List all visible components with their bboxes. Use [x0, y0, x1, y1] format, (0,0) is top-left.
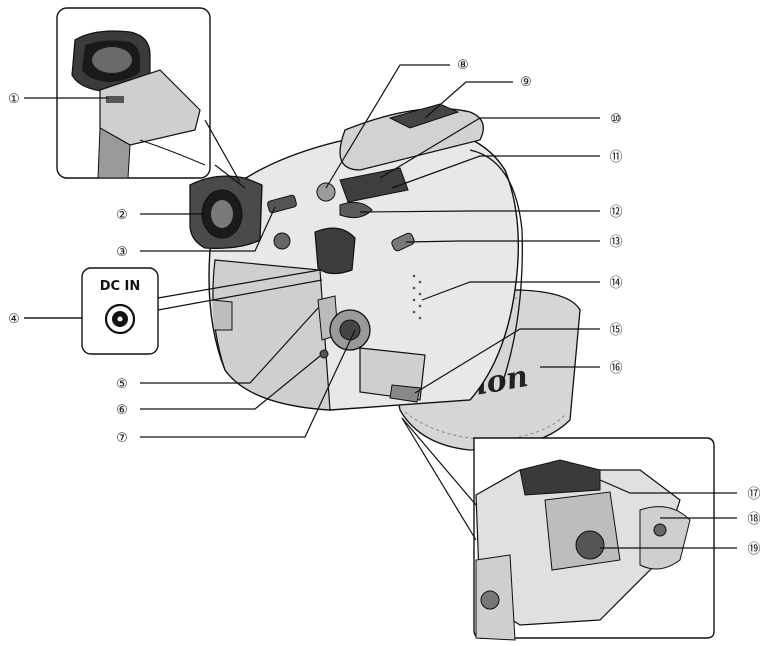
leader-14: [421, 281, 600, 301]
leader-12: [359, 210, 600, 213]
viewfinder-front: [189, 175, 263, 249]
callout-6: ⑥: [116, 403, 128, 418]
callout-5: ⑤: [116, 377, 128, 392]
leader-11: [391, 155, 600, 189]
viewfinder-inset: [56, 7, 211, 179]
tape-eject-switch: [575, 530, 605, 560]
callout-14: ⑭: [609, 276, 622, 291]
callout-2: ②: [116, 208, 128, 223]
callout-4: ④: [8, 312, 20, 327]
power-switch: [391, 232, 415, 252]
mode-dial: [339, 201, 373, 219]
tape-compartment-inset: [473, 437, 715, 641]
callout-16: ⑯: [609, 361, 622, 376]
callout-19: ⑲: [747, 542, 760, 557]
leader-5: [140, 307, 319, 384]
viewfinder-inset-connector-a: [204, 119, 241, 183]
strap-mount: [273, 232, 291, 250]
start-stop-button: [339, 319, 361, 341]
callout-15: ⑮: [609, 323, 622, 338]
accessory-shoe: [388, 103, 460, 129]
leader-17: [599, 479, 737, 494]
tape-inset-connector-a: [401, 417, 477, 506]
leader-lines: [24, 64, 737, 549]
leader-15: [414, 328, 600, 394]
callout-8: ⑧: [457, 58, 469, 73]
dc-in-inset-connector-a: [157, 269, 321, 299]
camcorder-main-body: Canon: [189, 103, 581, 451]
remote-sensor: [319, 349, 329, 359]
callout-7: ⑦: [116, 431, 128, 446]
callout-12: ⑫: [609, 205, 622, 220]
tape-inset-connector-b: [401, 417, 477, 541]
callout-numbers: ① ② ③ ④ ⑤ ⑥ ⑦ ⑧ ⑨ ⑩ ⑪ ⑫ ⑬ ⑭ ⑮ ⑯ ⑰ ⑱ ⑲: [8, 58, 760, 557]
dc-in-inset-connector-b: [157, 279, 323, 311]
dc-in-label: DC IN: [100, 279, 141, 294]
mini-video-light: [314, 227, 356, 275]
leader-3: [140, 206, 276, 252]
grip-strap-inset: [639, 506, 691, 570]
viewfinder-inset-connector-b: [214, 164, 246, 189]
callout-18: ⑱: [747, 512, 760, 527]
leader-7: [140, 329, 356, 438]
callout-17: ⑰: [747, 487, 760, 502]
callout-10: ⑩: [610, 112, 622, 127]
zoom-lever: [339, 167, 409, 203]
callout-1: ①: [8, 92, 20, 107]
leader-6: [140, 355, 321, 410]
leader-10: [379, 117, 600, 179]
callout-3: ③: [116, 245, 128, 260]
tape-compartment-cover: [544, 491, 621, 571]
callout-11: ⑪: [609, 150, 622, 165]
photo-button: [316, 182, 336, 202]
leader-8: [325, 64, 450, 189]
diopter-lever-closeup: [106, 96, 124, 103]
leader-13: [405, 240, 600, 243]
speaker-grille: [412, 274, 422, 320]
callout-9: ⑨: [520, 75, 532, 90]
leader-9: [424, 81, 513, 119]
callout-13: ⑬: [609, 235, 622, 250]
strap-buckle: [389, 384, 421, 403]
dc-in-inset: DC IN: [81, 267, 159, 355]
viewfinder-eyecup-closeup: [71, 30, 206, 179]
